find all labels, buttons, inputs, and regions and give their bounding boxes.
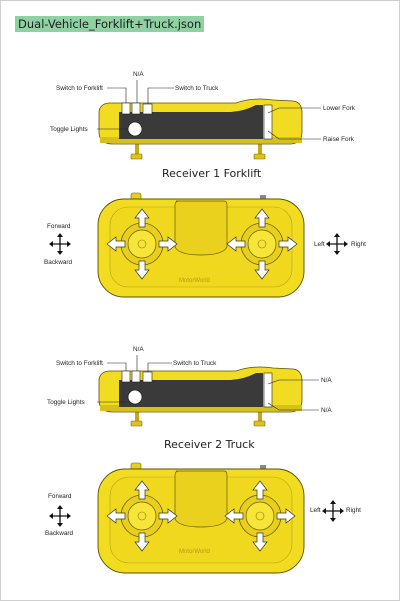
r2-left-label: Left xyxy=(310,507,321,514)
r2-right-label: Right xyxy=(346,507,361,514)
receiver2-left-cross-icon xyxy=(48,504,72,528)
r2-switch-to-truck-label: Switch to Truck xyxy=(173,360,217,367)
receiver1-controller-body xyxy=(97,192,305,298)
r1-switch-to-forklift-label: Switch to Forklift xyxy=(56,85,103,92)
receiver2-right-cross-icon xyxy=(321,499,345,523)
receiver2-caption: Receiver 2 Truck xyxy=(164,438,255,451)
r1-backward-label: Backward xyxy=(44,259,73,266)
file-title: Dual-Vehicle_Forklift+Truck.json xyxy=(15,16,205,32)
r1-left-label: Left xyxy=(314,241,325,248)
r2-right-lower-label: N/A xyxy=(321,407,332,414)
receiver1-side-body xyxy=(98,98,303,160)
r1-toggle-lights-label: Toggle Lights xyxy=(50,126,88,133)
r1-switch-to-truck-label: Switch to Truck xyxy=(175,85,219,92)
r1-raise-fork-label: Raise Fork xyxy=(323,136,354,143)
r1-right-label: Right xyxy=(351,241,366,248)
receiver2-controller-body xyxy=(97,462,305,574)
receiver2-side-body xyxy=(98,366,303,427)
receiver2-callout-lines xyxy=(97,355,319,411)
r2-toggle-lights-label: Toggle Lights xyxy=(47,399,85,406)
receiver1-caption: Receiver 1 Forklift xyxy=(162,167,262,180)
receiver1-callout-lines xyxy=(97,80,321,140)
r2-backward-label: Backward xyxy=(45,530,74,537)
r2-na-label: N/A xyxy=(133,346,144,353)
r1-lower-fork-label: Lower Fork xyxy=(323,105,355,112)
r1-brand-logo: MotorWorld xyxy=(179,278,210,284)
r2-forward-label: Forward xyxy=(48,493,72,500)
r2-brand-logo: MotorWorld xyxy=(179,549,210,555)
r1-forward-label: Forward xyxy=(47,223,71,230)
r2-switch-to-forklift-label: Switch to Forklift xyxy=(56,360,103,367)
r1-na-label: N/A xyxy=(133,71,144,78)
r2-right-upper-label: N/A xyxy=(321,377,332,384)
